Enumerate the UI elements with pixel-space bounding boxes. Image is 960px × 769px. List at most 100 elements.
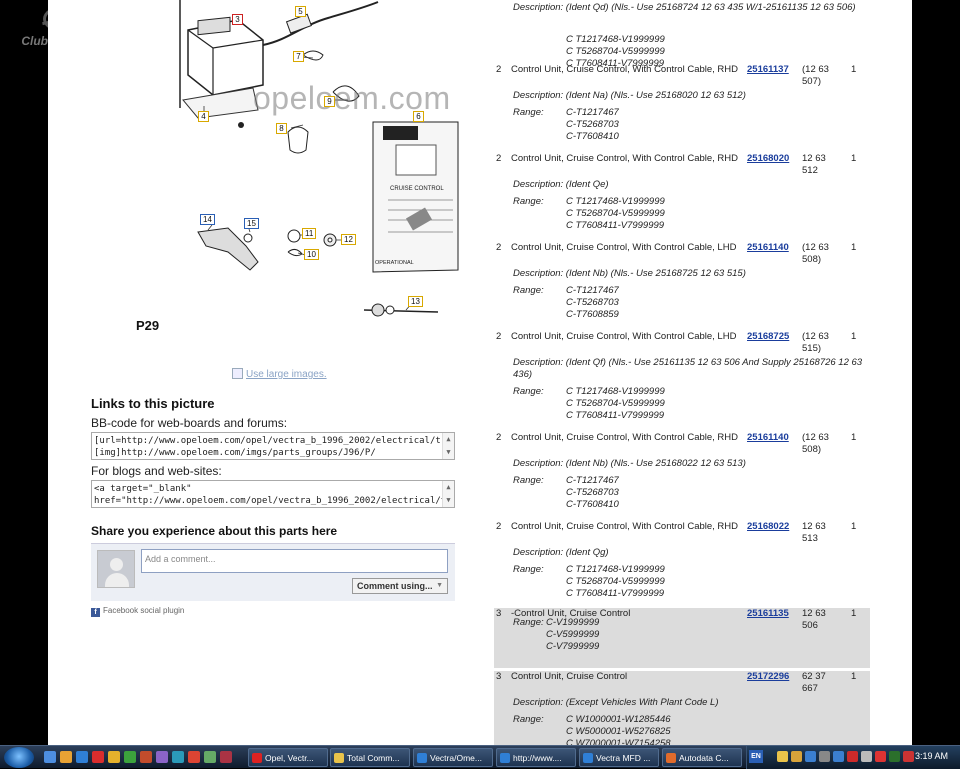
quicklaunch-app-icon[interactable] (172, 751, 184, 763)
taskbar-window-button[interactable]: Vectra/Ome... (413, 748, 493, 767)
catalog-number: 12 63 506 (802, 608, 826, 631)
taskbar-window-button[interactable]: Opel, Vectr... (248, 748, 328, 767)
comment-using-button[interactable]: Comment using...▼ (352, 578, 448, 594)
tray-icon[interactable] (777, 751, 788, 762)
taskbar-window-button[interactable]: Vectra MFD ... (579, 748, 659, 767)
warning-icon[interactable] (875, 751, 886, 762)
internet-explorer-icon[interactable] (76, 751, 88, 763)
taskbar-window-button[interactable]: http://www.... (496, 748, 576, 767)
quicklaunch-app-icon[interactable] (220, 751, 232, 763)
messenger-icon[interactable] (60, 751, 72, 763)
range-value: C-V5999999 (546, 629, 600, 640)
winamp-icon[interactable] (108, 751, 120, 763)
range-value: C-T1217467 (566, 285, 619, 296)
part-count: 1 (851, 331, 857, 342)
start-button[interactable] (4, 747, 34, 768)
catalog-number: (12 63 508) (802, 242, 829, 265)
part-number-link[interactable]: 25161135 (747, 608, 789, 619)
range-value: C-V1999999 (546, 617, 600, 628)
antivirus-icon[interactable] (847, 751, 858, 762)
tray-icon[interactable] (819, 751, 830, 762)
facebook-icon: f (91, 608, 100, 617)
part-quantity: 2 (496, 521, 502, 532)
part-description: Description: (Ident Na) (Nls.- Use 25168… (513, 90, 746, 101)
quicklaunch-app-icon[interactable] (204, 751, 216, 763)
comment-input[interactable]: Add a comment... (141, 549, 448, 573)
parts-diagram[interactable]: CRUISE CONTROL OPERATIONAL (128, 0, 468, 340)
callout-5: 5 (295, 6, 306, 17)
callout-7: 7 (293, 51, 304, 62)
taskbar-window-button[interactable]: Total Comm... (330, 748, 410, 767)
range-value: C-T5268703 (566, 487, 619, 498)
range-value: C-T1217467 (566, 475, 619, 486)
quicklaunch-app-icon[interactable] (156, 751, 168, 763)
html-code-scrollbar[interactable]: ▲▼ (442, 481, 454, 507)
part-number-link[interactable]: 25168020 (747, 153, 790, 164)
part-count: 1 (851, 671, 857, 682)
clock[interactable]: 3:19 AM (914, 751, 948, 761)
opera-icon[interactable] (92, 751, 104, 763)
callout-12: 12 (341, 234, 356, 245)
window-app-icon (334, 753, 344, 763)
part-quantity: 3 (496, 671, 502, 682)
part-name: Control Unit, Cruise Control, With Contr… (511, 242, 737, 253)
taskbar-window-label: Total Comm... (347, 753, 400, 763)
catalog-number: (12 63 508) (802, 432, 829, 455)
tray-icon[interactable] (805, 751, 816, 762)
part-count: 1 (851, 432, 857, 443)
taskbar-window-button[interactable]: Autodata C... (662, 748, 742, 767)
web-page: CRUISE CONTROL OPERATIONAL (48, 0, 912, 745)
range-value: C T7608411-V7999999 (566, 588, 665, 599)
bbcode-textarea[interactable]: [url=http://www.opeloem.com/opel/vectra_… (91, 432, 455, 460)
range-value: C W1000001-W1285446 (566, 714, 671, 725)
use-large-images-text: Use large images. (246, 369, 327, 380)
html-code-textarea[interactable]: <a target="_blank" href="http://www.opel… (91, 480, 455, 508)
quicklaunch-app-icon[interactable] (188, 751, 200, 763)
taskbar-window-label: Opel, Vectr... (265, 753, 314, 763)
part-number-link[interactable]: 25161140 (747, 242, 789, 253)
callout-6: 6 (413, 111, 424, 122)
tray-icon[interactable] (889, 751, 900, 762)
facebook-plugin-text: Facebook social plugin (103, 606, 185, 615)
callout-8: 8 (276, 123, 287, 134)
taskbar-window-label: Vectra MFD ... (596, 753, 651, 763)
range-value: C-V7999999 (546, 641, 600, 652)
catalog-number: (12 63 507) (802, 64, 829, 87)
callout-15: 15 (244, 218, 259, 229)
part-number-link[interactable]: 25172296 (747, 671, 790, 682)
panel-text-cruise: CRUISE CONTROL (390, 186, 444, 192)
quicklaunch-app-icon[interactable] (124, 751, 136, 763)
part-number-link[interactable]: 25161140 (747, 432, 789, 443)
range-label: Range: (513, 617, 544, 628)
network-icon[interactable] (833, 751, 844, 762)
callout-9: 9 (324, 96, 335, 107)
part-number-link[interactable]: 25161137 (747, 64, 789, 75)
quicklaunch-app-icon[interactable] (140, 751, 152, 763)
tray-icon[interactable] (791, 751, 802, 762)
diagram-drawing: CRUISE CONTROL OPERATIONAL (179, 0, 459, 317)
use-large-images-link[interactable]: Use large images. (232, 368, 327, 380)
part-name: Control Unit, Cruise Control (511, 671, 628, 682)
show-desktop-icon[interactable] (44, 751, 56, 763)
bbcode-scrollbar[interactable]: ▲▼ (442, 433, 454, 459)
window-app-icon (417, 753, 427, 763)
part-number-link[interactable]: 25168725 (747, 331, 790, 342)
range-value: C T5268704-V5999999 (566, 46, 665, 57)
part-number-link[interactable]: 25168022 (747, 521, 790, 532)
range-value: C T5268704-V5999999 (566, 576, 665, 587)
language-indicator[interactable]: EN (749, 750, 763, 763)
volume-icon[interactable] (861, 751, 872, 762)
callout-11: 11 (302, 228, 317, 239)
window-app-icon (252, 753, 262, 763)
range-value: C T7608411-V7999999 (566, 220, 665, 231)
tray-icon[interactable] (903, 751, 914, 762)
